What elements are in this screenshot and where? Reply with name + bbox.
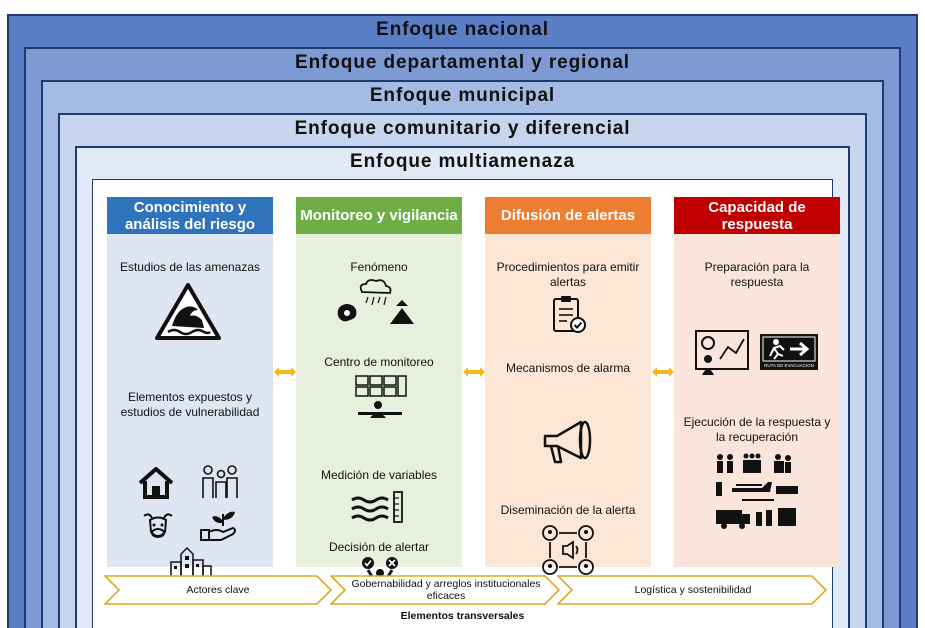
column-body-difusion: Procedimientos para emitir alertas Mecan… — [485, 234, 651, 575]
chevron-logistica: Logística y sostenibilidad — [557, 575, 827, 605]
monitoring-center-icon — [354, 374, 408, 420]
chevron-label-actores: Actores clave — [186, 584, 250, 596]
hurricane-rain-icon — [332, 278, 426, 326]
chevron-label-logistica: Logística y sostenibilidad — [634, 584, 752, 596]
checklist-clipboard-icon — [551, 294, 587, 334]
item-procedimientos: Procedimientos para emitir alertas — [496, 260, 640, 289]
megaphone-icon — [541, 418, 597, 466]
planning-board-icon — [694, 329, 750, 377]
column-body-monitoreo: Fenómeno Centro de monitoreo — [296, 234, 462, 596]
item-preparacion: Preparación para la respuesta — [704, 260, 810, 289]
layer-title-departamental: Enfoque departamental y regional — [295, 52, 630, 73]
layer-title-multiamenaza: Enfoque multiamenaza — [350, 151, 575, 172]
water-level-gauge-icon — [350, 490, 406, 524]
item-mecanismos-alarma: Mecanismos de alarma — [505, 361, 631, 375]
column-difusion: Difusión de alertas Procedimientos para … — [485, 197, 651, 575]
evacuation-sign-icon: RUTA DE EVACUACION — [760, 334, 818, 370]
hand-plant-icon — [199, 508, 239, 542]
item-elementos-expuestos: Elementos expuestos y estudios de vulner… — [120, 390, 260, 419]
chevron-gobernabilidad: Gobernabilidad y arreglos institucionale… — [330, 575, 560, 605]
layer-title-nacional: Enfoque nacional — [376, 19, 549, 40]
people-group-icon — [199, 464, 239, 500]
column-title-difusion: Difusión de alertas — [485, 197, 651, 234]
column-body-respuesta: Preparación para la respuesta RUTA DE EV… — [674, 234, 840, 567]
house-icon — [137, 466, 175, 500]
item-estudios-amenazas: Estudios de las amenazas — [119, 260, 261, 274]
item-medicion-variables: Medición de variables — [320, 468, 438, 482]
column-title-respuesta: Capacidad de respuesta — [674, 197, 840, 234]
transversal-title: Elementos transversales — [400, 610, 525, 622]
layer-title-municipal: Enfoque municipal — [369, 85, 556, 106]
connector-arrow-3-4 — [652, 367, 674, 377]
connector-arrow-2-3 — [463, 367, 485, 377]
column-conocimiento: Conocimiento y análisis del riesgo Estud… — [107, 197, 273, 579]
item-fenomeno: Fenómeno — [350, 260, 408, 274]
column-monitoreo: Monitoreo y vigilancia Fenómeno Centro d… — [296, 197, 462, 596]
chevron-actores-clave: Actores clave — [104, 575, 332, 605]
column-title-conocimiento: Conocimiento y análisis del riesgo — [107, 197, 273, 234]
response-recovery-icon — [712, 452, 804, 532]
cow-icon — [141, 510, 175, 542]
layer-title-comunitario: Enfoque comunitario y diferencial — [294, 118, 631, 139]
column-body-conocimiento: Estudios de las amenazas Elementos expue… — [107, 234, 273, 579]
item-ejecucion: Ejecución de la respuesta y la recuperac… — [683, 415, 831, 444]
item-centro-monitoreo: Centro de monitoreo — [324, 355, 434, 369]
column-respuesta: Capacidad de respuesta Preparación para … — [674, 197, 840, 567]
evacuation-sign-text: RUTA DE EVACUACION — [764, 363, 814, 368]
tsunami-warning-icon — [154, 282, 222, 342]
connector-arrow-1-2 — [274, 367, 296, 377]
alert-dissemination-icon — [539, 524, 597, 576]
chevron-label-gobernabilidad: Gobernabilidad y arreglos institucionale… — [351, 578, 541, 602]
column-title-monitoreo: Monitoreo y vigilancia — [296, 197, 462, 234]
item-decision-alertar: Decisión de alertar — [328, 540, 430, 554]
item-diseminacion: Diseminación de la alerta — [500, 503, 636, 517]
